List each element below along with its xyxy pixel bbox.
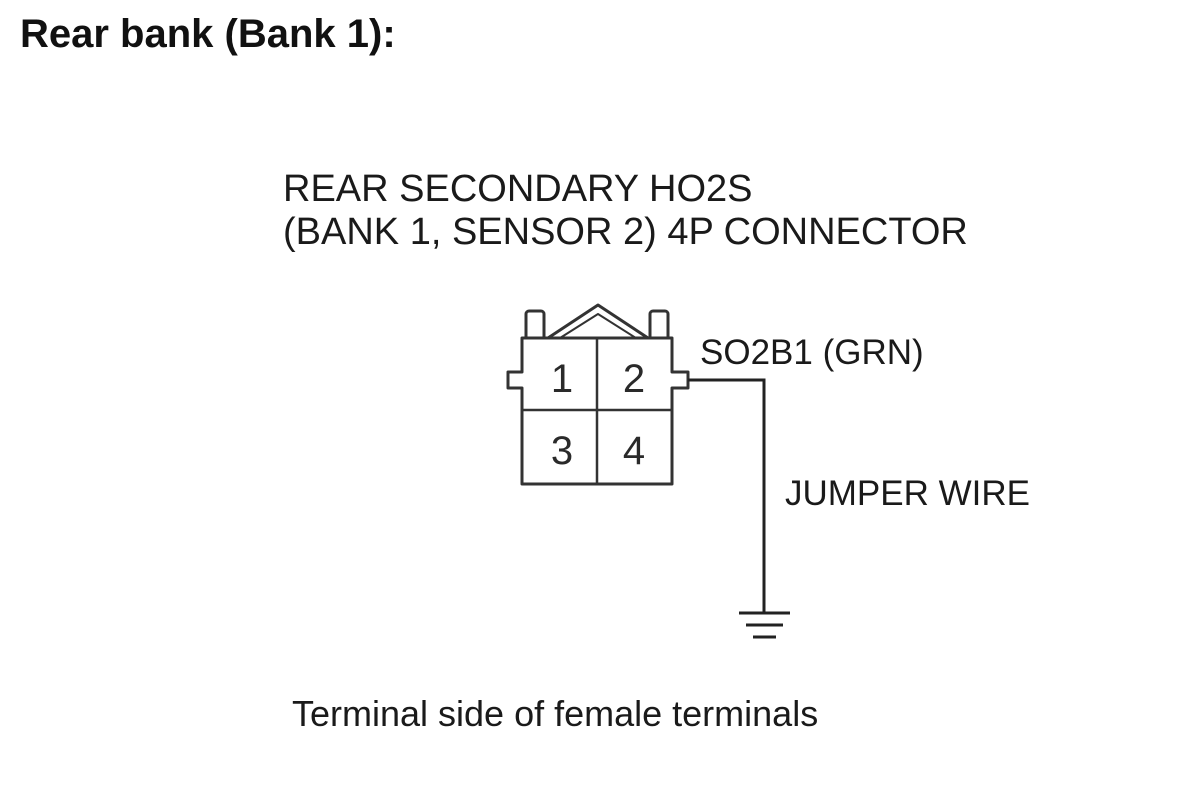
pin-3-label: 3	[551, 429, 573, 473]
connector-title: REAR SECONDARY HO2S (BANK 1, SENSOR 2) 4…	[283, 168, 968, 254]
pin-1-label: 1	[551, 357, 573, 401]
ground-icon	[739, 611, 790, 639]
page-heading: Rear bank (Bank 1):	[20, 12, 396, 56]
connector-title-line-1: REAR SECONDARY HO2S	[283, 168, 753, 210]
pin-4-label: 4	[623, 429, 645, 473]
connector-housing	[506, 303, 690, 486]
housing-roof	[547, 303, 649, 340]
pin-2-label: 2	[623, 357, 645, 401]
diagram-caption: Terminal side of female terminals	[292, 693, 819, 734]
jumper-wire-label: JUMPER WIRE	[785, 474, 1030, 513]
connector-title-line-2: (BANK 1, SENSOR 2) 4P CONNECTOR	[283, 211, 968, 253]
jumper-wire-line	[688, 378, 766, 612]
housing-roof-inner	[559, 313, 637, 339]
wire-label: SO2B1 (GRN)	[700, 333, 924, 372]
